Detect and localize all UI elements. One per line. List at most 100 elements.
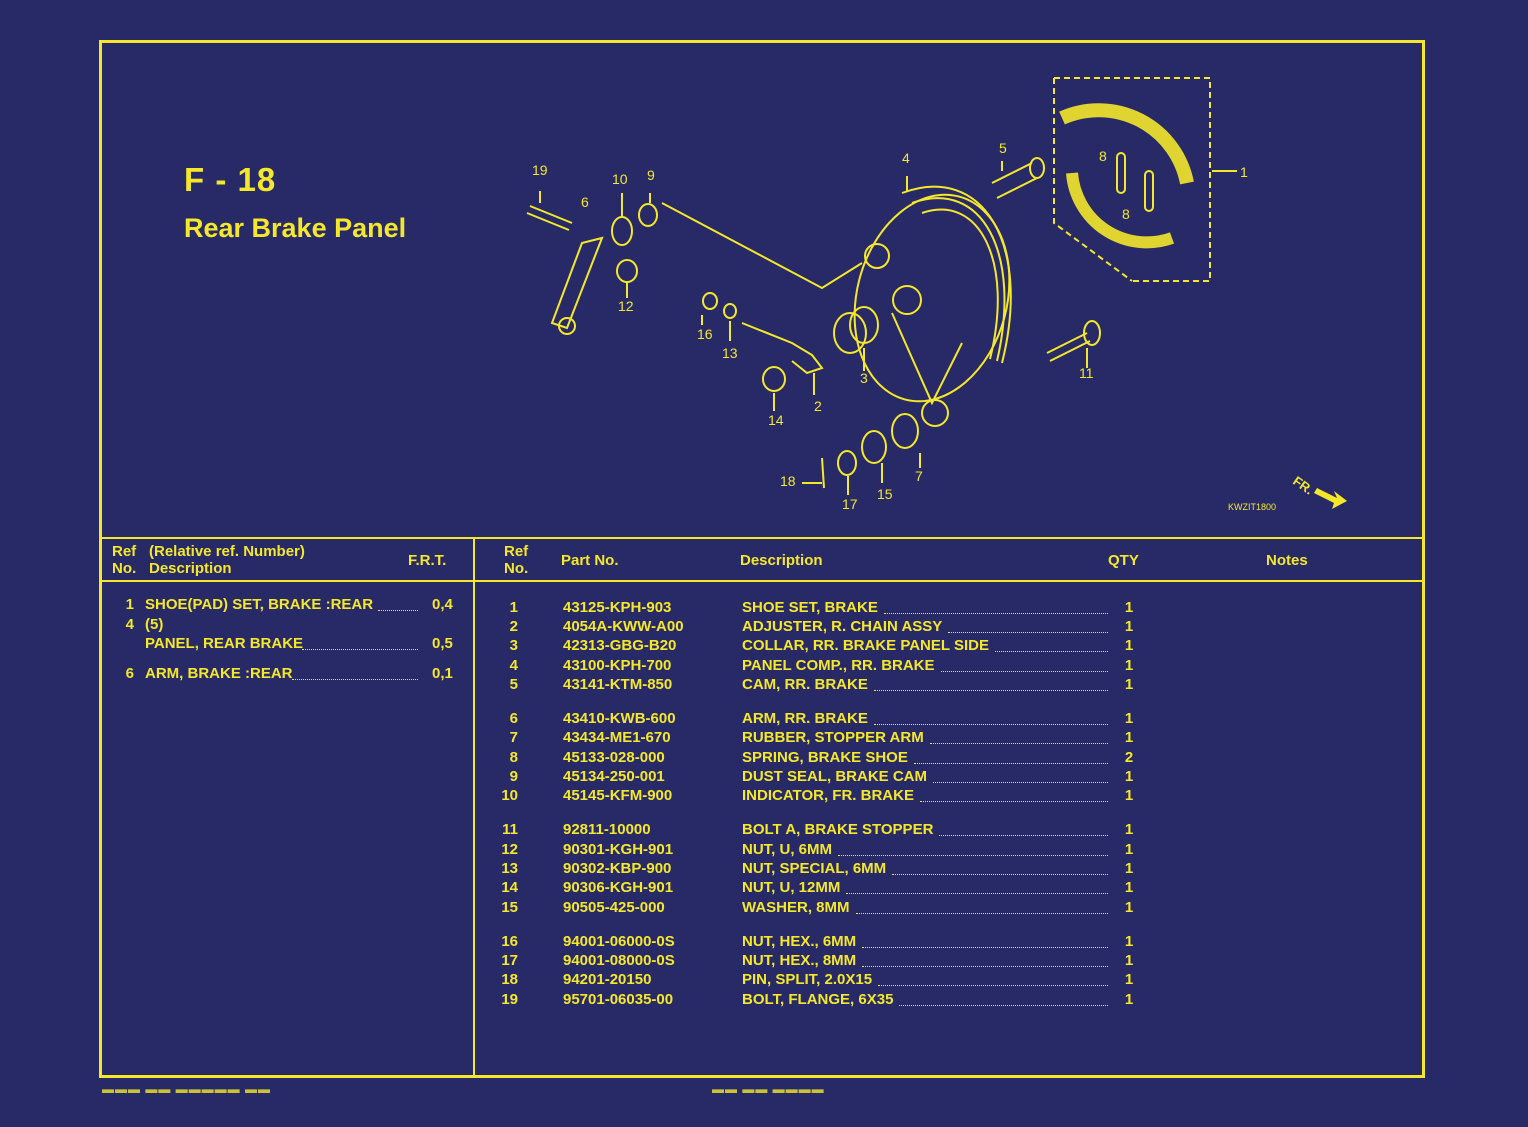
ref-number: 12 [501, 841, 518, 858]
table-row: 16 94001-06000-0S NUT, HEX., 6MM 1 [474, 933, 1422, 952]
quantity: 1 [1124, 637, 1134, 654]
frt-row: 6 ARM, BRAKE :REAR 0,1 [125, 665, 453, 682]
ref-number: 11 [502, 821, 518, 838]
ref-number: 10 [501, 787, 518, 804]
callout-19: 19 [532, 162, 548, 178]
part-number: 43141-KTM-850 [563, 676, 673, 693]
part-number: 94001-08000-0S [563, 952, 675, 969]
callout-16: 16 [697, 326, 713, 342]
notes-header: Notes [1266, 552, 1308, 569]
quantity: 1 [1124, 821, 1134, 838]
footer-date-cutoff: ▬▬ ▬▬ ▬▬▬▬ [712, 1082, 825, 1096]
part-description: NUT, HEX., 6MM [742, 933, 857, 950]
dot-leader [920, 800, 1108, 802]
qty-header: QTY [1108, 552, 1139, 569]
callout-14: 14 [768, 412, 784, 428]
part-number: 43100-KPH-700 [563, 657, 672, 674]
ref-number: 16 [501, 933, 518, 950]
part-description: NUT, U, 12MM [742, 879, 841, 896]
quantity: 2 [1124, 749, 1134, 766]
dot-leader [874, 723, 1108, 725]
part-number: 43125-KPH-903 [563, 599, 672, 616]
dot-leader [995, 650, 1108, 652]
dot-leader [939, 834, 1108, 836]
catalog-page-frame: F - 18 Rear Brake Panel [99, 40, 1425, 1078]
part-number: 94001-06000-0S [563, 933, 675, 950]
dot-leader [948, 631, 1108, 633]
callout-5: 5 [999, 140, 1007, 156]
quantity: 1 [1124, 729, 1134, 746]
callout-8b: 8 [1122, 206, 1130, 222]
callout-3: 3 [860, 370, 868, 386]
part-number: 4054A-KWW-A00 [563, 618, 684, 635]
callout-17: 17 [842, 496, 858, 512]
part-number: 90301-KGH-901 [563, 841, 674, 858]
header-bottom-rule [102, 580, 1422, 582]
ref-number: 7 [509, 729, 518, 746]
dot-leader [884, 612, 1108, 614]
part-description: NUT, HEX., 8MM [742, 952, 857, 969]
part-no-header: Part No. [561, 552, 619, 569]
dot-leader [933, 781, 1108, 783]
ref-number: 15 [501, 899, 518, 916]
part-description: BOLT A, BRAKE STOPPER [742, 821, 934, 838]
dot-leader [862, 946, 1108, 948]
quantity: 1 [1124, 618, 1134, 635]
part-description: NUT, U, 6MM [742, 841, 832, 858]
dot-leader [838, 854, 1108, 856]
ref-number: 4 [509, 657, 518, 674]
part-description: ARM, RR. BRAKE [742, 710, 868, 727]
ref-number: 18 [501, 971, 518, 988]
callout-12: 12 [618, 298, 634, 314]
part-description: NUT, SPECIAL, 6MM [742, 860, 887, 877]
drawing-code: KWZIT1800 [1227, 502, 1276, 512]
dot-leader [874, 689, 1108, 691]
ref-number: 13 [501, 860, 518, 877]
quantity: 1 [1124, 899, 1134, 916]
callout-13: 13 [722, 345, 738, 361]
callout-11: 11 [1079, 365, 1094, 381]
quantity: 1 [1124, 991, 1134, 1008]
ref-number: 14 [501, 879, 518, 896]
part-description: RUBBER, STOPPER ARM [742, 729, 924, 746]
part-description: DUST SEAL, BRAKE CAM [742, 768, 928, 785]
dot-leader [941, 670, 1108, 672]
part-number: 95701-06035-00 [563, 991, 674, 1008]
frt-ref-header: Ref No. [112, 543, 137, 577]
parts-ref-header: Ref No. [504, 543, 529, 577]
part-number: 90505-425-000 [563, 899, 665, 916]
ref-number: 5 [509, 676, 518, 693]
part-description: SHOE SET, BRAKE [742, 599, 878, 616]
part-description: INDICATOR, FR. BRAKE [742, 787, 914, 804]
dot-leader [930, 742, 1108, 744]
ref-number: 3 [509, 637, 518, 654]
part-description: COLLAR, RR. BRAKE PANEL SIDE [742, 637, 989, 654]
quantity: 1 [1124, 841, 1134, 858]
part-description: SPRING, BRAKE SHOE [742, 749, 908, 766]
table-row: 5 43141-KTM-850 CAM, RR. BRAKE 1 [474, 676, 1422, 695]
callout-9: 9 [647, 167, 655, 183]
footer-left-cutoff: ▬▬▬ ▬▬ ▬▬▬▬▬ ▬▬ [102, 1082, 272, 1096]
callout-6: 6 [581, 194, 589, 210]
quantity: 1 [1124, 768, 1134, 785]
front-direction-label: FR. [1290, 473, 1316, 497]
quantity: 1 [1124, 599, 1134, 616]
quantity: 1 [1124, 787, 1134, 804]
quantity: 1 [1124, 657, 1134, 674]
part-number: 45133-028-000 [563, 749, 665, 766]
part-description: CAM, RR. BRAKE [742, 676, 868, 693]
part-number: 90306-KGH-901 [563, 879, 674, 896]
front-arrow-icon [1314, 488, 1347, 509]
quantity: 1 [1124, 933, 1134, 950]
callout-18: 18 [780, 473, 796, 489]
part-number: 45134-250-001 [563, 768, 665, 785]
exploded-parts-diagram: 1 2 3 4 5 6 7 8 8 9 10 11 12 13 14 15 16… [526, 77, 1347, 512]
quantity: 1 [1124, 676, 1134, 693]
